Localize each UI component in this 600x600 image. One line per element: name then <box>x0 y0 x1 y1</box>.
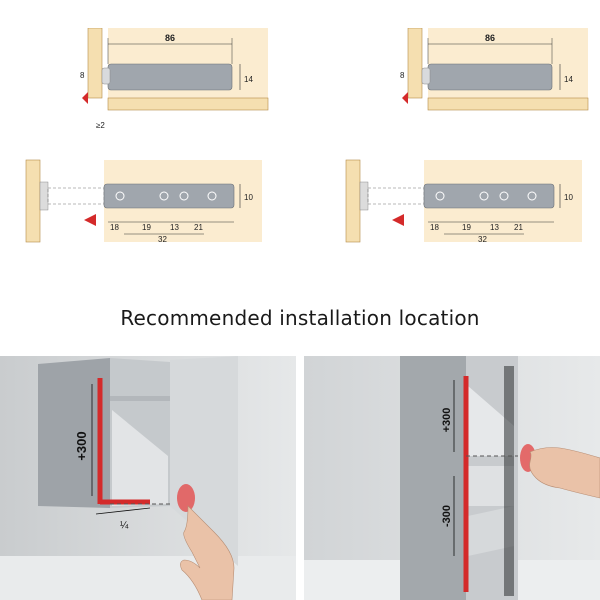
gap-label: ≥2 <box>96 121 105 130</box>
dim-13: 13 <box>170 223 179 232</box>
offset-label: 8 <box>400 71 405 80</box>
push-latch-body <box>423 183 555 209</box>
push-latch-body <box>107 63 233 91</box>
door-panel <box>25 159 41 243</box>
door-panel <box>407 28 423 99</box>
side-view-diagram-right: 86 14 8 <box>400 28 589 111</box>
door-panel <box>345 159 361 243</box>
bottom-dimension-label: ¼ <box>120 519 129 531</box>
dim-18: 18 <box>430 223 439 232</box>
red-arrow <box>402 92 408 104</box>
offset-label: 8 <box>80 71 85 80</box>
dim-32: 32 <box>158 235 167 244</box>
hand-icon <box>180 505 235 600</box>
width-label: 10 <box>244 193 253 202</box>
vertical-dimension-label: +300 <box>74 431 89 460</box>
cabinet-photo-right: +300 -300 <box>304 356 600 600</box>
dim-21: 21 <box>514 223 523 232</box>
side-view-diagram-left: 86 14 8 ≥2 <box>80 28 269 130</box>
height-label: 14 <box>244 75 253 84</box>
push-point-glow <box>177 484 195 512</box>
red-arrow <box>84 214 96 226</box>
red-arrow <box>392 214 404 226</box>
upper-dimension-label: +300 <box>441 408 453 433</box>
width-label: 10 <box>564 193 573 202</box>
tall-cabinet-side <box>400 356 466 600</box>
push-latch-body <box>103 183 235 209</box>
dim-19: 19 <box>462 223 471 232</box>
dim-32: 32 <box>478 235 487 244</box>
shelf-board <box>107 97 269 111</box>
length-label: 86 <box>485 33 495 43</box>
length-label: 86 <box>165 33 175 43</box>
dim-19: 19 <box>142 223 151 232</box>
hand-icon <box>529 447 600 499</box>
dim-21: 21 <box>194 223 203 232</box>
lower-dimension-label: -300 <box>441 505 453 527</box>
plunger-travel-outline <box>367 187 425 205</box>
cabinet-photo-left: +300 ¼ <box>0 356 296 600</box>
latch-plunger <box>421 67 431 85</box>
door-panel <box>87 28 103 99</box>
height-label: 14 <box>564 75 573 84</box>
red-arrow <box>82 92 88 104</box>
caption-title: Recommended installation location <box>120 306 480 330</box>
shelf-board <box>427 97 589 111</box>
top-view-diagram-right: 10 18 19 13 21 32 <box>345 159 582 244</box>
push-latch-body <box>427 63 553 91</box>
cabinet-door <box>170 356 238 566</box>
plunger-travel-outline <box>47 187 105 205</box>
dim-13: 13 <box>490 223 499 232</box>
latch-plunger <box>101 67 111 85</box>
top-view-diagram-left: 10 18 19 13 21 32 <box>25 159 262 244</box>
dim-18: 18 <box>110 223 119 232</box>
